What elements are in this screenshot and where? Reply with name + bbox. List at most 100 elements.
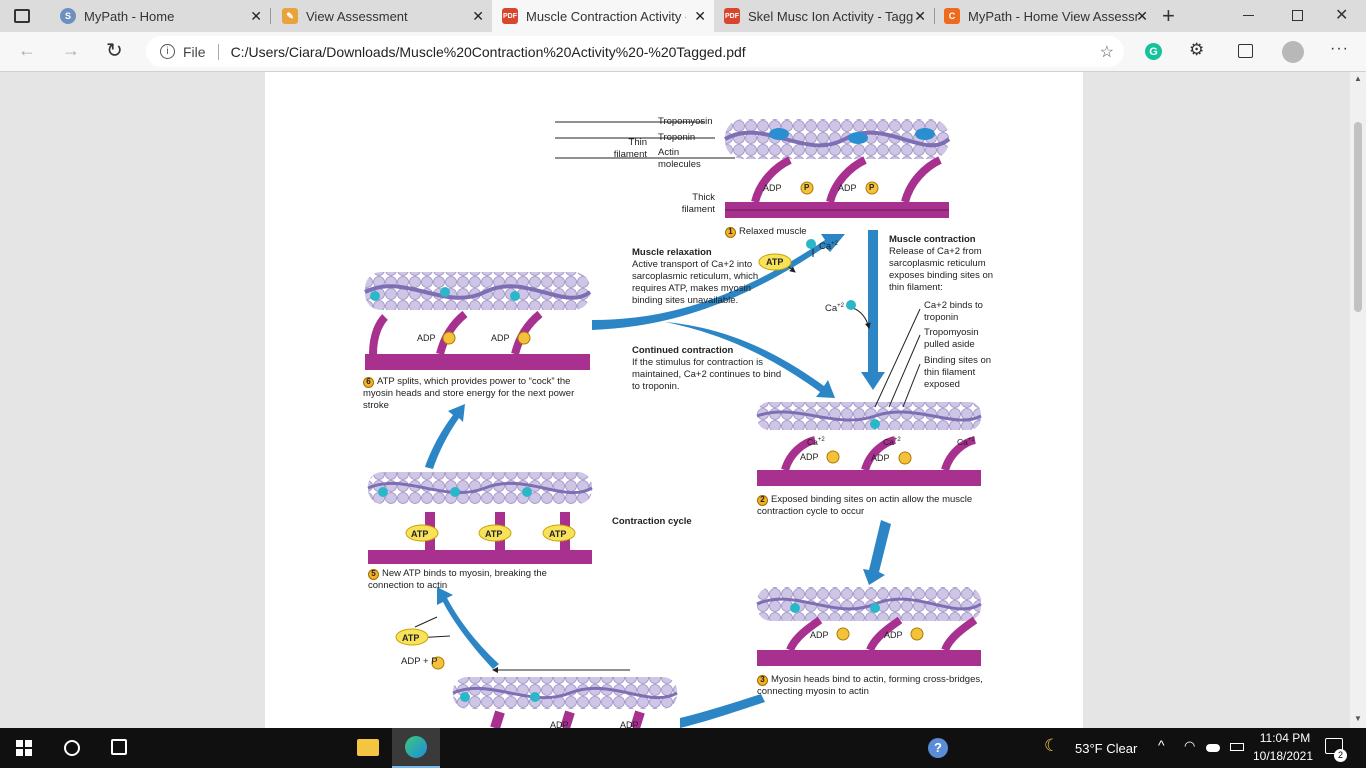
adp-label: ADP xyxy=(800,452,819,462)
adp-label: ADP xyxy=(620,720,639,730)
minimize-button[interactable] xyxy=(1243,15,1254,16)
atp-label: ATP xyxy=(485,529,503,539)
tab-actions-icon[interactable] xyxy=(14,9,30,23)
tab-mypath-home[interactable]: S MyPath - Home ✕ xyxy=(48,0,270,32)
step5-diagram xyxy=(367,472,593,564)
mypath-icon: S xyxy=(60,8,76,24)
pdf-icon: PDF xyxy=(724,8,740,24)
thin-filament-label: Thin filament xyxy=(613,137,647,160)
scroll-down-icon[interactable]: ▼ xyxy=(1354,714,1362,723)
refresh-icon[interactable]: ↻ xyxy=(106,40,123,62)
adp-label: ADP xyxy=(763,183,782,193)
step3-diagram xyxy=(756,587,982,666)
tropomyosin-label: Tropomyosin xyxy=(658,116,713,127)
step2-diagram xyxy=(756,402,982,486)
close-window-button[interactable]: ✕ xyxy=(1335,7,1349,24)
address-bar: ← → ↻ i File C:/Users/Ciara/Downloads/Mu… xyxy=(0,32,1366,72)
atp-badges xyxy=(395,253,792,646)
close-tab-icon[interactable]: ✕ xyxy=(914,8,926,24)
file-explorer-icon[interactable] xyxy=(357,739,379,756)
tab-mypath-view[interactable]: C MyPath - Home View Assessr ✕ xyxy=(934,0,1156,32)
forward-icon[interactable]: → xyxy=(62,40,80,60)
collections-icon[interactable] xyxy=(1238,44,1253,58)
thick-filament-label: Thick filament xyxy=(681,192,715,215)
clock-time[interactable]: 11:04 PM xyxy=(1259,731,1311,745)
step6-diagram xyxy=(364,272,592,370)
extensions-icon[interactable]: ⚙ xyxy=(1189,40,1205,59)
clock-date[interactable]: 10/18/2021 xyxy=(1252,749,1314,763)
close-tab-icon[interactable]: ✕ xyxy=(250,8,262,24)
adp-label: ADP xyxy=(838,183,857,193)
search-icon[interactable] xyxy=(64,740,80,756)
close-tab-icon[interactable]: ✕ xyxy=(1136,8,1148,24)
ca-label: Ca+2 xyxy=(825,303,844,315)
atp-label: ATP xyxy=(402,633,420,643)
task-view-icon[interactable] xyxy=(111,739,127,755)
windows-start-icon[interactable] xyxy=(16,740,32,756)
atp-label: ATP xyxy=(411,529,429,539)
ca-label: Ca+2 xyxy=(883,436,901,447)
info-icon: i xyxy=(160,44,175,59)
tab-muscle-contraction[interactable]: PDF Muscle Contraction Activity - ✕ xyxy=(492,0,714,32)
adp-label: ADP xyxy=(884,630,903,640)
contraction-step-1: Ca+2 binds to troponin xyxy=(924,300,983,323)
tab-separator xyxy=(270,8,271,24)
scroll-up-icon[interactable]: ▲ xyxy=(1354,74,1362,83)
atp-label: ATP xyxy=(549,529,567,539)
step4-diagram xyxy=(452,677,678,728)
favorite-star-icon[interactable]: ☆ xyxy=(1099,43,1114,61)
back-icon[interactable]: ← xyxy=(18,40,36,60)
adp-label: ADP xyxy=(417,333,436,343)
cloud-icon xyxy=(1206,744,1220,752)
edge-icon[interactable] xyxy=(392,728,440,768)
phosphate-badges xyxy=(431,181,924,670)
profile-avatar[interactable] xyxy=(1282,41,1304,63)
battery-icon[interactable] xyxy=(1230,743,1244,751)
c-icon: C xyxy=(944,8,960,24)
pdf-icon: PDF xyxy=(502,8,518,24)
help-icon[interactable]: ? xyxy=(928,738,948,758)
wifi-icon[interactable]: ◠ xyxy=(1184,738,1196,753)
grammarly-icon[interactable]: G xyxy=(1145,43,1162,60)
url-prefix: File xyxy=(183,43,206,60)
close-tab-icon[interactable]: ✕ xyxy=(694,8,706,24)
chevron-up-icon[interactable]: ^ xyxy=(1158,737,1165,753)
weather-text[interactable]: 53°F Clear xyxy=(1075,741,1138,756)
contraction-figure xyxy=(364,119,982,728)
contraction-step-2: Tropomyosin pulled aside xyxy=(924,327,979,350)
relaxed-muscle-diagram xyxy=(724,119,951,218)
troponin-label: Troponin xyxy=(658,132,696,143)
vertical-scrollbar[interactable]: ▲ ▼ xyxy=(1350,72,1366,728)
tab-skel-musc[interactable]: PDF Skel Musc Ion Activity - Tagg ✕ xyxy=(724,8,926,24)
calcium-ion xyxy=(846,300,856,310)
ca-label: Ca+2 xyxy=(819,241,838,253)
adp-label: ADP xyxy=(810,630,829,640)
contraction-step-3: Binding sites on thin filament exposed xyxy=(924,355,992,390)
close-tab-icon[interactable]: ✕ xyxy=(472,8,484,24)
p-label: P xyxy=(804,183,810,192)
p-label: P xyxy=(869,183,875,192)
pencil-icon: ✎ xyxy=(282,8,298,24)
pdf-viewer: Tropomyosin Troponin Actin molecules Thi… xyxy=(0,72,1366,730)
more-menu-icon[interactable]: ··· xyxy=(1330,40,1349,57)
ca-label: Ca+2 xyxy=(957,436,975,447)
url-input[interactable]: i File C:/Users/Ciara/Downloads/Muscle%2… xyxy=(146,36,1124,67)
atp-label: ATP xyxy=(766,257,784,267)
calcium-ion xyxy=(806,239,816,249)
tab-view-assessment[interactable]: ✎ View Assessment ✕ xyxy=(270,0,492,32)
pdf-page: Tropomyosin Troponin Actin molecules Thi… xyxy=(265,72,1083,730)
notification-count: 2 xyxy=(1334,749,1347,762)
url-divider xyxy=(217,43,219,60)
tab-separator xyxy=(934,8,935,24)
restore-button[interactable] xyxy=(1292,10,1303,21)
url-text: C:/Users/Ciara/Downloads/Muscle%20Contra… xyxy=(230,43,746,60)
scroll-thumb[interactable] xyxy=(1354,122,1362,312)
new-tab-button[interactable]: + xyxy=(1162,3,1175,28)
